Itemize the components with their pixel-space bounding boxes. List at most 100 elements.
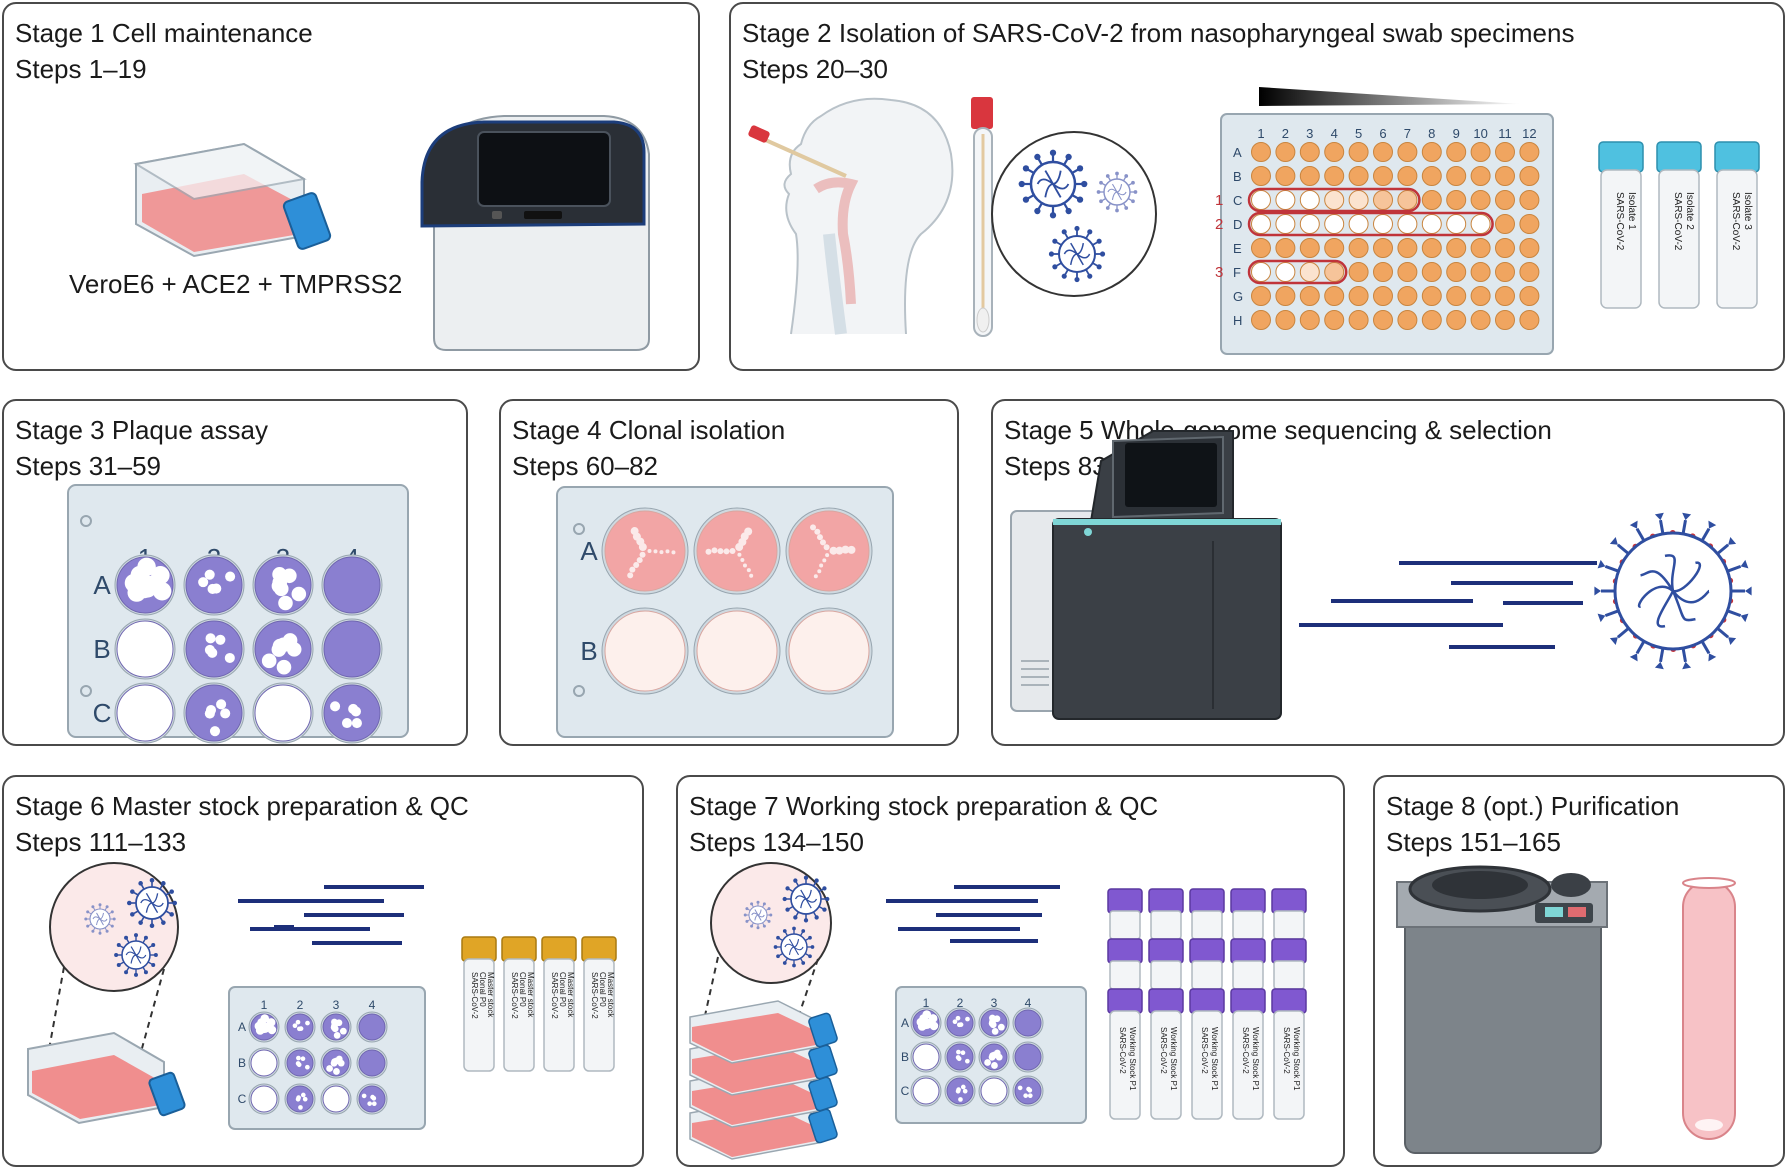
plate-col-label: 2 [297,998,304,1012]
virus-icon [1048,225,1106,283]
virus-icons [84,877,178,977]
well [1446,286,1467,306]
plate-col-label: 11 [1498,126,1512,141]
well [1421,142,1442,162]
well [1251,166,1271,186]
well [1519,166,1540,186]
isolate-label: SARS-CoV-2 [1614,192,1625,251]
tube-label: Master stock [606,972,615,1018]
plate-row-label: B [1233,169,1242,184]
well [1275,286,1296,306]
tube-label: Working Stock P1 [1292,1027,1301,1091]
stage-4-art: 123AB [556,486,894,738]
virus-icon [1096,171,1138,213]
well [696,610,778,692]
tube-label: Clonal P0 [478,972,487,1007]
well [1421,238,1442,258]
plate-col-label: 9 [1453,126,1460,141]
stage-title: Stage 1 Cell maintenance [15,18,313,48]
culture-flask [133,142,332,258]
well [1373,238,1393,258]
dilution-outline [1247,187,1421,213]
well [1324,286,1345,306]
incubator [420,115,650,351]
well [1470,214,1491,234]
stage-8-panel: Stage 8 (opt.) Purification Steps 151–16… [1373,775,1785,1167]
well [1495,190,1515,210]
dilution-outline [1247,259,1348,285]
well [1014,1043,1042,1071]
stage-title: Stage 3 Plaque assay [15,415,268,445]
well [1299,190,1320,210]
plate-col-label: 8 [1428,126,1435,141]
well [1299,214,1320,234]
tube-label: Master stock [486,972,495,1018]
well [1251,310,1271,330]
sequencing-reads [886,885,1060,943]
well [1495,286,1515,306]
tube-label: SARS-CoV-2 [1241,1027,1250,1074]
plate-col-label: 5 [1355,126,1362,141]
stage-steps: Steps 60–82 [512,451,659,481]
well [358,1049,386,1077]
well [116,684,174,742]
tube-label: SARS-CoV-2 [550,972,559,1019]
well [1519,142,1540,162]
well [1373,286,1393,306]
well [1421,190,1442,210]
sequencing-reads [238,885,424,945]
well [1373,142,1393,162]
isolate-label: SARS-CoV-2 [1672,192,1683,251]
plate-row-label: H [1233,313,1242,328]
well [1495,310,1515,330]
stage-title: Stage 2 Isolation of SARS-CoV-2 from nas… [742,18,1575,48]
well [1299,166,1320,186]
well [1251,286,1271,306]
plate-row-label: D [1233,217,1242,232]
plate-row-label: C [238,1092,247,1106]
plate-col-label: 2 [1282,126,1289,141]
well [604,510,686,592]
well [1324,190,1345,210]
plate-row-label: A [238,1020,246,1034]
stage-steps: Steps 31–59 [15,451,162,481]
well [1397,286,1418,306]
plate-col-label: 1 [261,998,268,1012]
well [323,556,381,614]
well [1324,310,1345,330]
plate-row-label: C [93,698,112,728]
isolate-label: Isolate 3 [1742,192,1753,230]
well [1348,238,1369,258]
dilution-marker: 1 [1215,192,1223,209]
well [1470,190,1491,210]
well [1446,214,1467,234]
well [1495,214,1515,234]
stage-5-art [1010,430,1752,720]
plate-row-label: G [1233,289,1243,304]
plate-col-label: 6 [1379,126,1386,141]
tube-label: SARS-CoV-2 [1282,1027,1291,1074]
stage-1-art: VeroE6 + ACE2 + TMPRSS2 [69,115,650,351]
stage-title: Stage 4 Clonal isolation [512,415,786,445]
well [1324,142,1345,162]
plate-col-label: 4 [1331,126,1338,141]
tube-label: SARS-CoV-2 [1159,1027,1168,1074]
tube-label: Working Stock P1 [1128,1027,1137,1091]
stage-steps: Steps 20–30 [742,54,889,84]
plate-row-label: B [93,634,110,664]
well [788,610,870,692]
well [1324,262,1345,282]
well [1373,310,1393,330]
dilution-gradient [1259,87,1521,106]
stage-6-panel: Stage 6 Master stock preparation & QC St… [2,775,644,1167]
plate-row-label: B [901,1050,909,1064]
plate-col-label: 10 [1473,126,1487,141]
tube-label: Working Stock P1 [1251,1027,1260,1091]
plate-col-label: 4 [1025,996,1032,1010]
isolate-label: Isolate 2 [1684,192,1695,230]
